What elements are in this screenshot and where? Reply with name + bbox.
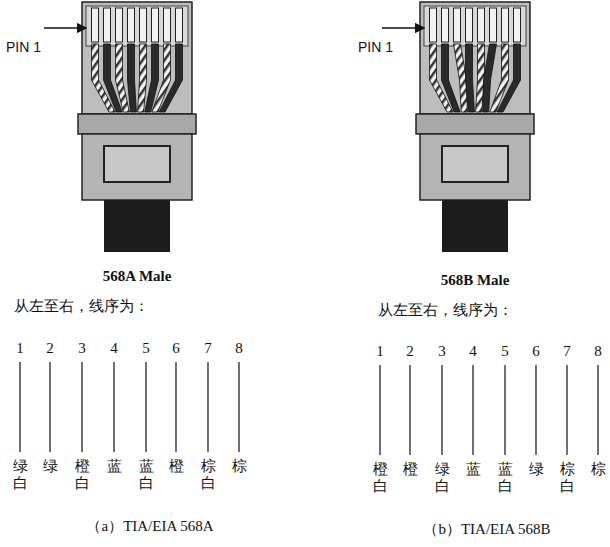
body-window <box>442 146 508 182</box>
wire-line <box>238 362 239 452</box>
pin-number: 5 <box>501 343 509 360</box>
pin1-arrow <box>44 27 86 28</box>
connector-housing <box>82 2 192 114</box>
pin1-arrow <box>382 27 424 28</box>
contact-blade <box>502 8 509 42</box>
wire-line <box>19 362 20 452</box>
wire-color: 绿 <box>43 458 58 475</box>
wire-line <box>175 362 176 452</box>
caption-text: 从左至右，线序为： <box>378 302 513 319</box>
wire-color: 绿 <box>529 461 544 478</box>
contact-blade <box>128 8 135 42</box>
wire-color: 橙 <box>403 461 418 478</box>
caption-text: （b）TIA/EIA 568B <box>423 521 550 538</box>
contact-blade <box>430 8 437 42</box>
connector-collar <box>78 114 196 134</box>
pin-number: 8 <box>235 340 243 357</box>
wire-color: 蓝白 <box>498 461 513 494</box>
pin-number: 1 <box>376 343 384 360</box>
connector-name: 568B Male <box>441 272 510 289</box>
wire-color: 棕白 <box>560 461 575 494</box>
wire-line <box>409 365 410 455</box>
wire <box>159 44 183 112</box>
wire-line <box>145 362 146 452</box>
pin-label: PIN 1 <box>6 40 41 55</box>
contact-blade <box>152 8 159 42</box>
pin-number: 3 <box>78 340 86 357</box>
wire-color: 橙白 <box>75 458 90 491</box>
connector-collar <box>416 114 534 134</box>
wire-line <box>504 365 505 455</box>
contact-blade <box>454 8 461 42</box>
wire-color: 蓝白 <box>139 458 154 491</box>
wire-line <box>472 365 473 455</box>
contact-blade <box>514 8 521 42</box>
wire <box>138 44 147 112</box>
wire <box>497 44 521 112</box>
pin-number: 4 <box>469 343 477 360</box>
connector-housing <box>420 2 530 114</box>
connector-name: 568A Male <box>103 268 172 285</box>
wire-line <box>207 362 208 452</box>
pin-label: PIN 1 <box>358 40 393 55</box>
wire-line <box>81 362 82 452</box>
contact-blade <box>164 8 171 42</box>
pin-number: 6 <box>172 340 180 357</box>
connector-body <box>420 134 530 200</box>
pin-number: 2 <box>406 343 414 360</box>
pin-number: 7 <box>204 340 212 357</box>
wire-line <box>49 362 50 452</box>
contact-blade <box>466 8 473 42</box>
wire-line <box>597 365 598 455</box>
pin-number: 7 <box>563 343 571 360</box>
wire-color: 蓝 <box>466 461 481 478</box>
contact-blade <box>478 8 485 42</box>
pin-number: 5 <box>142 340 150 357</box>
pin-number: 3 <box>438 343 446 360</box>
wire-color: 绿白 <box>435 461 450 494</box>
caption-text: （a）TIA/EIA 568A <box>86 518 213 535</box>
wire-color: 绿白 <box>13 458 28 491</box>
contact-blade <box>116 8 123 42</box>
pin-number: 4 <box>110 340 118 357</box>
wire-color: 棕 <box>232 458 247 475</box>
contact-blade <box>442 8 449 42</box>
pin-number: 8 <box>594 343 602 360</box>
wire-line <box>113 362 114 452</box>
wire-color: 橙 <box>169 458 184 475</box>
wire-line <box>535 365 536 455</box>
pin-number: 6 <box>532 343 540 360</box>
contact-blade <box>140 8 147 42</box>
contact-area <box>424 6 526 46</box>
wire-line <box>379 365 380 455</box>
contact-blade <box>104 8 111 42</box>
contact-blade <box>176 8 183 42</box>
pin-number: 1 <box>16 340 24 357</box>
contact-blade <box>490 8 497 42</box>
pin-number: 2 <box>46 340 54 357</box>
body-window <box>104 146 170 182</box>
connector-body <box>82 134 192 200</box>
wire-line <box>441 365 442 455</box>
wire-color: 橙白 <box>373 461 388 494</box>
cable <box>442 200 508 252</box>
contact-blade <box>92 8 99 42</box>
cable <box>104 200 170 252</box>
caption-text: 从左至右，线序为： <box>14 298 149 315</box>
contact-area <box>86 6 188 46</box>
wire-line <box>566 365 567 455</box>
wire-color: 棕白 <box>201 458 216 491</box>
wire <box>128 44 137 112</box>
wire-color: 蓝 <box>107 458 122 475</box>
wire-color: 棕 <box>591 461 606 478</box>
wire <box>466 44 475 112</box>
